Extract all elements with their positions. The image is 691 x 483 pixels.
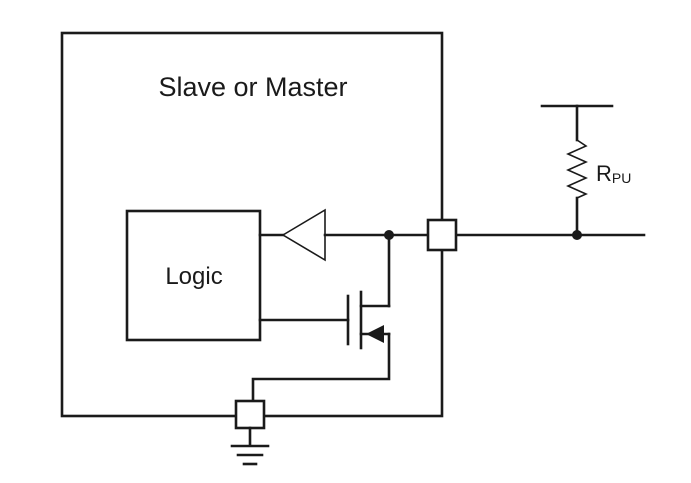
logic-label: Logic bbox=[165, 263, 222, 290]
bus-junction-dot bbox=[572, 230, 582, 240]
resistor-icon bbox=[566, 139, 588, 199]
source-to-ground-wire bbox=[251, 332, 391, 403]
io-pin-icon bbox=[426, 218, 458, 252]
ground-pin-square bbox=[234, 399, 266, 430]
ground-icon bbox=[230, 426, 270, 466]
resistor-label: RPU bbox=[596, 161, 631, 186]
resistor-label-sub: PU bbox=[612, 170, 631, 186]
logic-block bbox=[125, 209, 262, 342]
resistor-label-main: R bbox=[596, 161, 612, 186]
device-label: Slave or Master bbox=[158, 72, 347, 102]
